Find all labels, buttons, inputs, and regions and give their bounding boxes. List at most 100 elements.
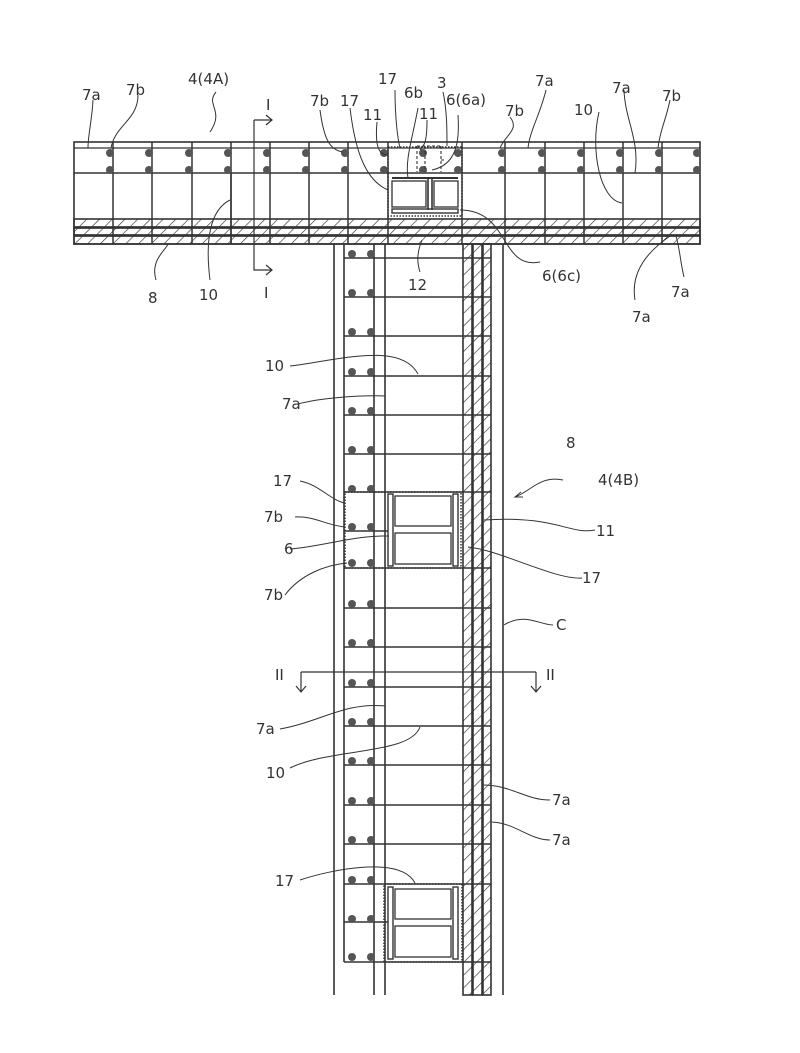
label-8: 8	[148, 289, 158, 307]
label-6a: 6(6a)	[446, 91, 486, 109]
rebar-dot	[348, 836, 356, 844]
rebar-dot	[348, 953, 356, 961]
rebar-dot	[577, 166, 585, 174]
label-17: 17	[378, 70, 397, 88]
label-section-ii-left: II	[275, 666, 284, 684]
rebar-dot	[263, 166, 271, 174]
rebar-dot	[538, 166, 546, 174]
label-7b: 7b	[264, 508, 283, 526]
formwork-17-mid	[344, 491, 462, 569]
rebar-dot	[367, 446, 375, 454]
rebar-dot	[348, 523, 356, 531]
rebar-dot	[367, 328, 375, 336]
rebar-dot	[145, 166, 153, 174]
h-beam-box-left	[391, 180, 427, 208]
rebar-dot	[348, 446, 356, 454]
label-11: 11	[363, 106, 382, 124]
label-wall-4a: 4(4A)	[188, 70, 229, 88]
label-17: 17	[340, 92, 359, 110]
rebar-dot	[348, 876, 356, 884]
rebar-dot	[577, 149, 585, 157]
rebar-dot	[538, 149, 546, 157]
label-7a: 7a	[256, 720, 275, 738]
h-beam-upper-cell	[394, 495, 452, 527]
rebar-dot	[348, 250, 356, 258]
wall-4b	[333, 243, 504, 996]
label-6b: 6b	[404, 84, 423, 102]
label-10: 10	[574, 101, 593, 119]
label-3: 3	[437, 74, 447, 92]
rebar-dot	[367, 639, 375, 647]
label-7b: 7b	[264, 586, 283, 604]
h-beam-bottom-flange	[391, 208, 459, 214]
h-beam-upper-cell	[394, 888, 452, 920]
rebar-dot	[616, 149, 624, 157]
formwork-17-bottom	[383, 883, 463, 963]
rebar-dot	[367, 523, 375, 531]
label-7b: 7b	[505, 102, 524, 120]
rebar-dot	[655, 149, 663, 157]
h-beam-box-right	[433, 180, 459, 208]
rebar-dot	[367, 407, 375, 415]
label-7b: 7b	[310, 92, 329, 110]
label-6c: 6(6c)	[542, 267, 581, 285]
rebar-dot	[106, 149, 114, 157]
insulation-8-vertical-3	[482, 243, 492, 996]
rebar-dot	[224, 149, 232, 157]
beam-box-mid	[344, 491, 462, 569]
rebar-dot	[185, 166, 193, 174]
rebar-dot	[367, 559, 375, 567]
rebar-dot	[348, 679, 356, 687]
insulation-band-3	[73, 235, 701, 245]
rebar-dot	[263, 149, 271, 157]
rebar-dot	[348, 639, 356, 647]
label-11: 11	[419, 105, 438, 123]
label-7a: 7a	[535, 72, 554, 90]
label-7a: 7a	[82, 86, 101, 104]
rebar-dot	[498, 149, 506, 157]
insulation-band-2	[73, 227, 701, 236]
rebar-dot	[302, 166, 310, 174]
wall-4a	[73, 141, 701, 245]
label-c: C	[556, 616, 566, 634]
leader-lines	[87, 89, 685, 884]
wall-4b-rebars	[348, 250, 375, 961]
label-10: 10	[266, 764, 285, 782]
label-wall-4b: 4(4B)	[598, 471, 639, 489]
rebar-dot	[498, 166, 506, 174]
label-17: 17	[273, 472, 292, 490]
label-7a: 7a	[632, 308, 651, 326]
label-7b: 7b	[662, 87, 681, 105]
label-12: 12	[408, 276, 427, 294]
rebar-dot	[341, 166, 349, 174]
junction-top	[387, 145, 463, 217]
rebar-dot	[367, 953, 375, 961]
rebar-dot	[224, 166, 232, 174]
label-17: 17	[275, 872, 294, 890]
beam-box-bottom	[383, 883, 463, 963]
label-10: 10	[199, 286, 218, 304]
insulation-8-vertical-1	[462, 243, 473, 996]
rebar-dot	[693, 166, 701, 174]
h-beam-right-flange	[452, 886, 459, 960]
rebar-dot	[655, 166, 663, 174]
insulation-8-vertical-2	[472, 243, 483, 996]
section-line-i	[253, 114, 273, 276]
stud-3-outline	[416, 145, 445, 172]
rebar-dot	[348, 718, 356, 726]
reference-labels: 7a 7b 4(4A) I 7b 17 17 11 6b 3 11 6(6a) …	[82, 70, 690, 890]
rebar-dot	[185, 149, 193, 157]
h-beam-lower-cell	[394, 532, 452, 565]
label-7b: 7b	[126, 81, 145, 99]
label-section-ii-right: II	[546, 666, 555, 684]
label-7a: 7a	[612, 79, 631, 97]
rebar-dot	[367, 797, 375, 805]
rebar-dot	[419, 166, 427, 174]
rebar-dot	[145, 149, 153, 157]
rebar-dot	[454, 166, 462, 174]
wall-4a-rebars	[106, 149, 701, 174]
h-beam-left-flange	[387, 493, 394, 567]
label-17: 17	[582, 569, 601, 587]
rebar-dot	[367, 876, 375, 884]
